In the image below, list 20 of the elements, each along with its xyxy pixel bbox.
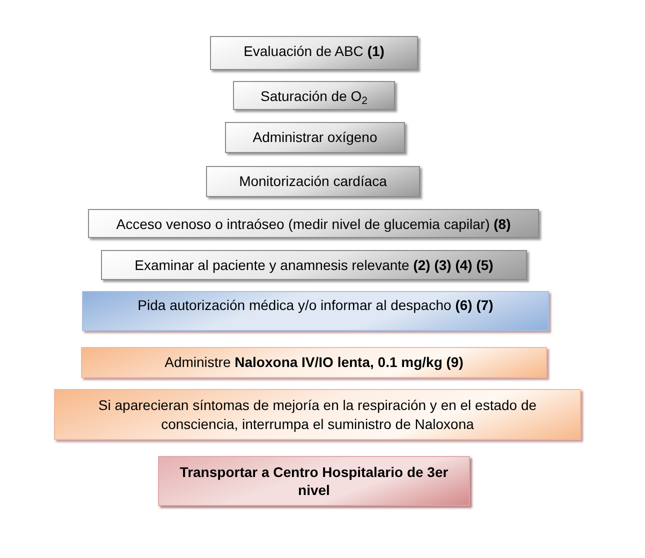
step-text: Saturación de O$_{2}$ [260,87,368,106]
step-box [88,209,539,238]
step-box [81,347,547,378]
step-box [101,250,527,280]
step-text: Transportar a Centro Hospitalario de 3er nivel [178,462,450,500]
step-box [225,122,405,153]
step-box [233,81,395,110]
step-box [54,389,581,440]
step-text: Pida autorización médica y/o informar al despacho (6) (7) [138,296,494,314]
step-text: Administre Naloxona IV/IO lenta, 0.1 mg/kg (9) [164,353,464,372]
step-text: Si aparecieran síntomas de mejoría en la respiración y en el estado de consciencia, interrumpa el suministro de Naloxona [97,396,538,433]
step-box [82,291,549,331]
step-text: Evaluación de ABC (1) [244,42,384,60]
step-box [210,36,418,70]
step-text: Monitorización cardíaca [239,172,387,190]
step-box [206,166,420,197]
step-text: Administrar oxígeno [252,128,378,146]
step-text: Examinar al paciente y anamnesis relevante (2) (3) (4) (5) [134,256,494,274]
step-box [158,456,470,506]
step-text: Acceso venoso o intraóseo (medir nivel de glucemia capilar) (8) [116,215,511,234]
